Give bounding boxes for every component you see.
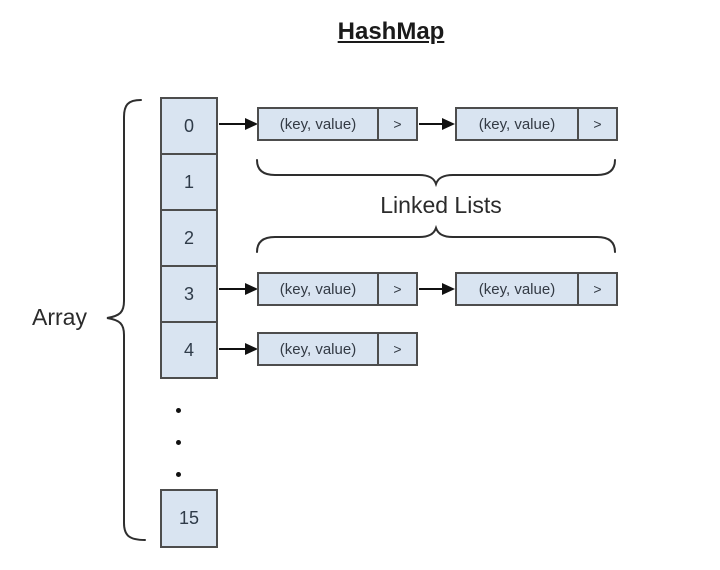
node-key-value: (key, value) (279, 115, 357, 133)
list-node: (key, value) > (257, 272, 418, 306)
arrow-node1-to-node2-row3 (419, 283, 455, 295)
arrow-bucket0-to-node1 (219, 118, 258, 130)
list-node: (key, value) > (455, 272, 618, 306)
linked-lists-underbrace (256, 159, 616, 188)
list-node: (key, value) > (257, 332, 418, 366)
array-cell-4: 4 (160, 321, 218, 379)
node-next-pointer: > (577, 109, 616, 139)
array-brace (106, 99, 146, 541)
array-cell-1: 1 (160, 153, 218, 211)
ellipsis-dot (176, 472, 181, 477)
arrow-bucket4-to-node1 (219, 343, 258, 355)
node-key-value: (key, value) (279, 340, 357, 358)
node-key-value: (key, value) (478, 115, 556, 133)
node-key-value: (key, value) (279, 280, 357, 298)
array-label: Array (32, 304, 87, 330)
list-node: (key, value) > (455, 107, 618, 141)
node-next-pointer: > (377, 109, 416, 139)
arrow-bucket3-to-node1 (219, 283, 258, 295)
node-next-pointer: > (377, 334, 416, 364)
ellipsis-dot (176, 408, 181, 413)
node-next-pointer: > (577, 274, 616, 304)
linked-lists-label: Linked Lists (380, 192, 502, 218)
ellipsis-dot (176, 440, 181, 445)
array-cell-2: 2 (160, 209, 218, 267)
linked-lists-overbrace (256, 224, 616, 253)
node-next-pointer: > (377, 274, 416, 304)
array-cell-15: 15 (160, 489, 218, 548)
list-node: (key, value) > (257, 107, 418, 141)
array-cell-0: 0 (160, 97, 218, 155)
arrow-node1-to-node2-row0 (419, 118, 455, 130)
node-key-value: (key, value) (478, 280, 556, 298)
array-cell-3: 3 (160, 265, 218, 323)
diagram-title: HashMap (337, 18, 445, 45)
